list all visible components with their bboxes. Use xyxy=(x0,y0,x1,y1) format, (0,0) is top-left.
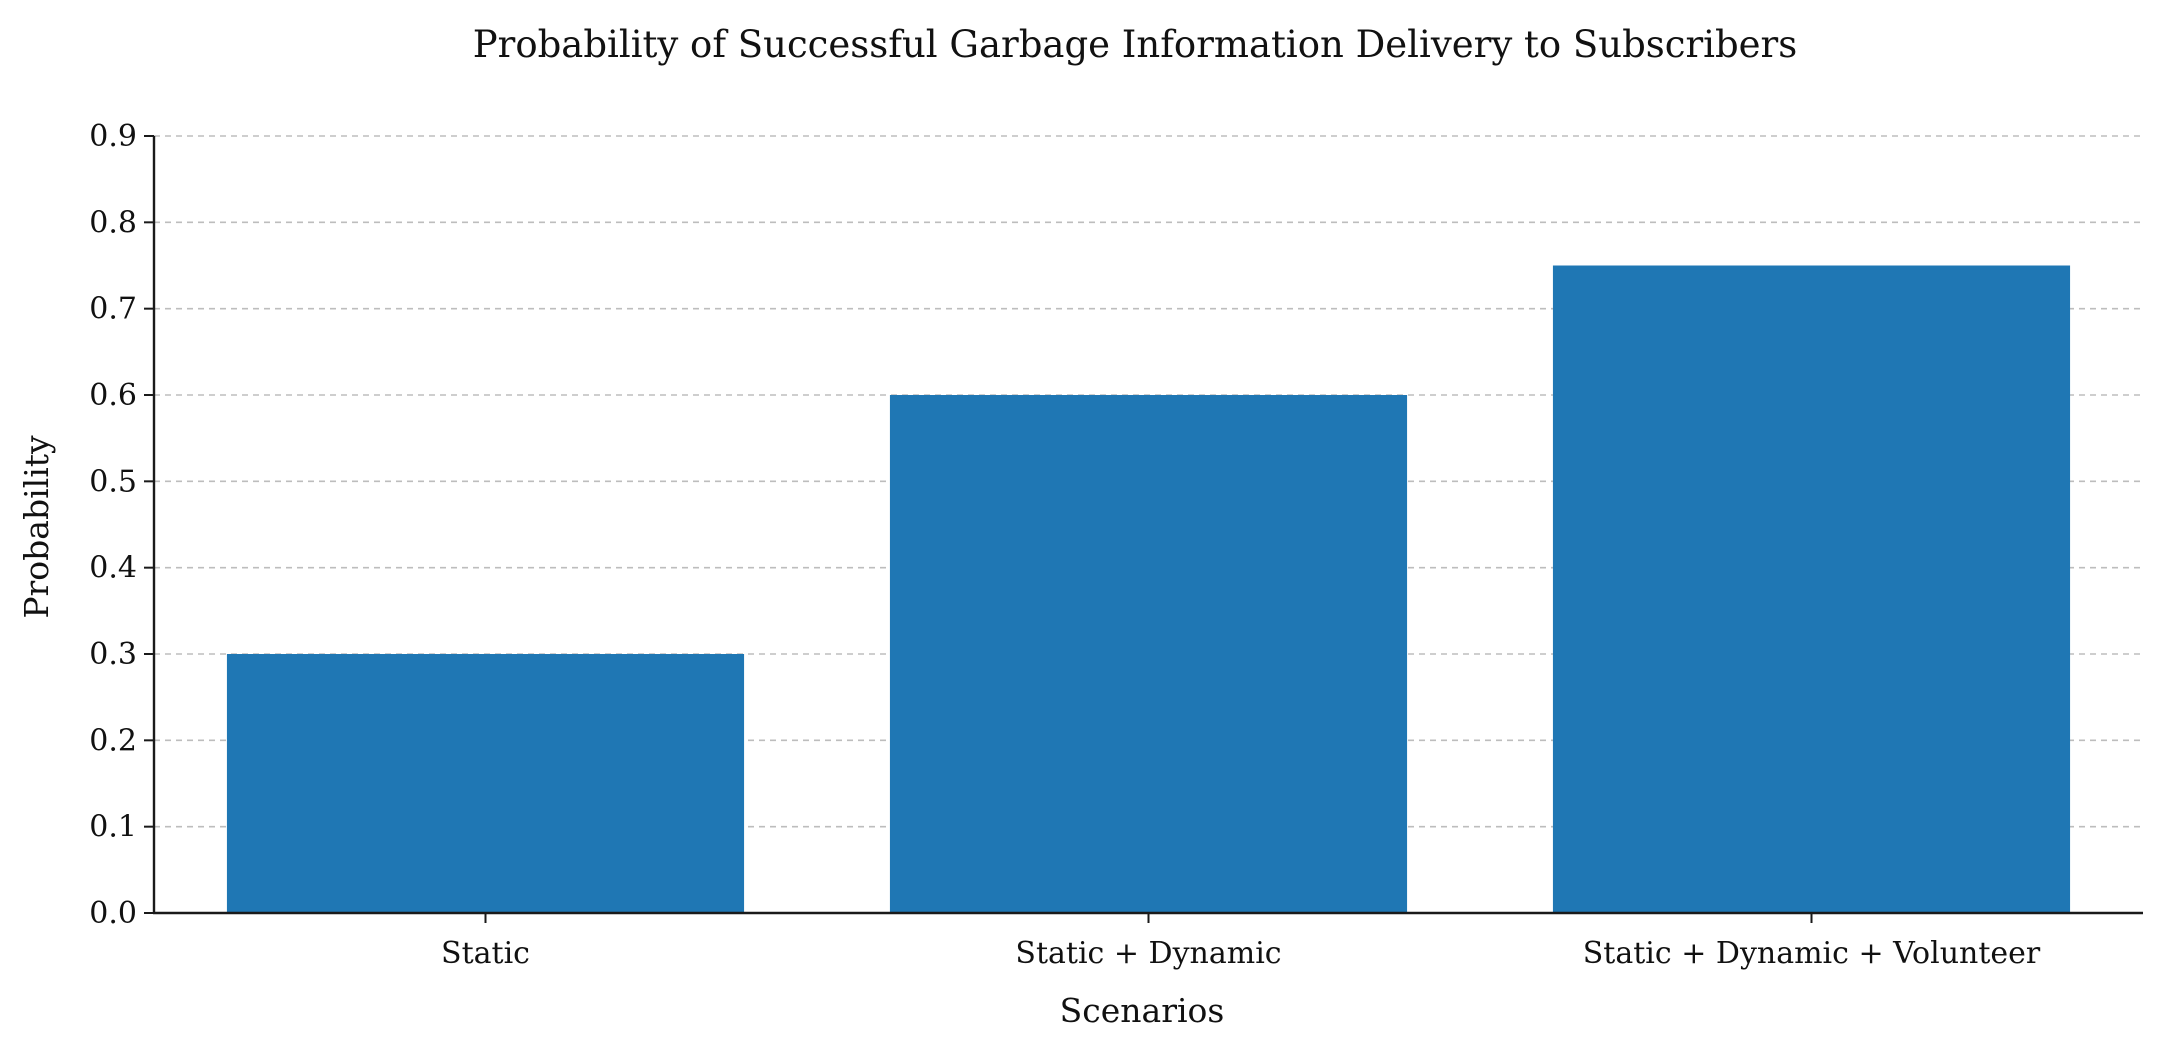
bar xyxy=(889,395,1408,913)
bars xyxy=(226,265,2071,913)
x-tick-label: Static xyxy=(441,936,530,971)
x-axis-label: Scenarios xyxy=(1060,991,1225,1030)
y-tick-label: 0.7 xyxy=(89,292,137,327)
y-tick-label: 0.1 xyxy=(89,810,137,845)
x-tick-label: Static + Dynamic xyxy=(1015,936,1281,971)
bar xyxy=(1552,265,2071,913)
y-axis-label: Probability xyxy=(17,435,56,619)
y-tick-label: 0.6 xyxy=(89,378,137,413)
y-tick-label: 0.0 xyxy=(89,896,137,931)
x-axis-ticks: Static Static + Dynamic Static + Dynamic +… xyxy=(441,913,2041,971)
chart-title: Probability of Successful Garbage Inform… xyxy=(473,23,1798,66)
y-tick-label: 0.5 xyxy=(89,464,137,499)
y-tick-label: 0.8 xyxy=(89,205,137,240)
bar xyxy=(226,654,745,913)
y-tick-label: 0.2 xyxy=(89,723,137,758)
x-tick-label: Static + Dynamic + Volunteer xyxy=(1583,936,2041,971)
y-axis-ticks: 0.0 0.1 0.2 0.3 0.4 0.5 0.6 0.7 0.8 0.9 xyxy=(89,119,154,931)
y-tick-label: 0.3 xyxy=(89,637,137,672)
y-tick-label: 0.9 xyxy=(89,119,137,154)
y-tick-label: 0.4 xyxy=(89,551,137,586)
